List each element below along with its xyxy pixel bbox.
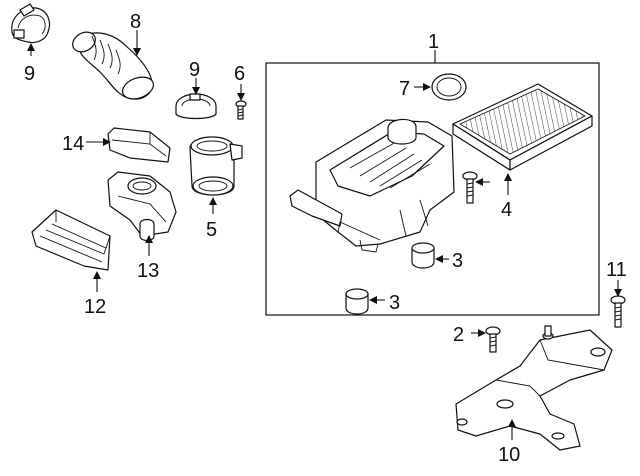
air-box-housing — [289, 118, 455, 253]
grommet-part-3a — [411, 242, 435, 269]
callout-14: 14 — [62, 133, 84, 155]
clamp-part-9b — [175, 93, 217, 120]
callout-12: 12 — [84, 296, 106, 318]
callout-3b: 3 — [389, 292, 400, 314]
bracket-part-10 — [455, 325, 613, 451]
bolt-part-11 — [610, 295, 626, 328]
callout-11: 11 — [606, 259, 627, 281]
callout-13: 13 — [137, 260, 159, 282]
callout-4: 4 — [501, 199, 512, 221]
callout-9a: 9 — [24, 63, 35, 85]
callout-1: 1 — [428, 31, 439, 53]
assembly-frame — [265, 62, 600, 316]
bolt-fastener — [462, 171, 478, 204]
callout-5: 5 — [206, 219, 217, 241]
callout-7: 7 — [399, 78, 410, 100]
callout-10: 10 — [498, 444, 520, 466]
callout-3a: 3 — [452, 250, 463, 272]
callout-9b: 9 — [189, 59, 200, 81]
grommet-part-3b — [345, 288, 369, 315]
callout-2: 2 — [453, 324, 464, 346]
bolt-part-2 — [485, 326, 501, 353]
filter-element-part-4 — [452, 83, 593, 171]
intake-hose-part-8 — [72, 31, 155, 100]
duct-part-12 — [31, 209, 111, 271]
seal-part-7 — [431, 73, 467, 101]
bracket-part-13 — [107, 171, 177, 242]
duct-part-14 — [107, 127, 171, 163]
sensor-housing-part-5 — [189, 136, 243, 196]
callout-6: 6 — [234, 63, 245, 85]
callout-8: 8 — [130, 11, 141, 33]
clamp-part-9a — [11, 3, 51, 44]
screw-part-6 — [235, 100, 247, 120]
